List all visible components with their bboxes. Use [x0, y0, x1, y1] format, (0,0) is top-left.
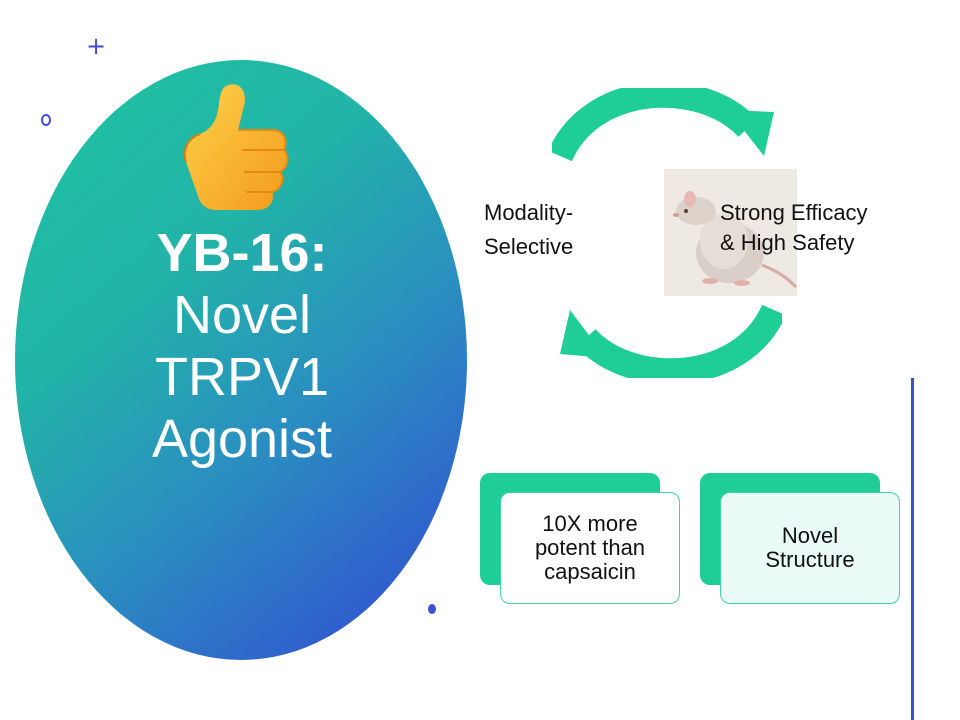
rat-image [664, 169, 797, 296]
cycle-label-modality: Modality- Selective [484, 196, 614, 264]
title-line-3: Agonist [151, 409, 333, 469]
decorative-dot [428, 604, 436, 614]
card-structure: Novel Structure [700, 473, 900, 604]
card-potency-front: 10X more potent than capsaicin [500, 492, 680, 604]
card-structure-front: Novel Structure [720, 492, 900, 604]
thumbs-up-icon [183, 84, 289, 210]
cycle-arrows [552, 88, 782, 378]
decorative-circle [41, 114, 51, 126]
cycle-label-modality-text: Modality- Selective [484, 200, 574, 259]
title-heading: YB-16: [156, 223, 328, 283]
title-line-2: TRPV1 [154, 347, 330, 407]
card-potency: 10X more potent than capsaicin [480, 473, 680, 604]
cycle-label-efficacy-text: Strong Efficacy & High Safety [720, 200, 868, 255]
cycle-label-efficacy: Strong Efficacy & High Safety [720, 198, 920, 258]
cycle-arrow-bottom [576, 304, 782, 378]
decorative-plus: + [86, 32, 107, 60]
title-block: YB-16: Novel TRPV1 Agonist [60, 222, 424, 470]
cycle-arrow-bottom-head [560, 310, 606, 358]
card-structure-text: Novel Structure [765, 523, 855, 572]
cycle-arrow-top-head [728, 110, 774, 156]
decorative-vertical-line [911, 378, 914, 720]
cycle-arrow-top [552, 88, 758, 162]
title-line-1: Novel [172, 285, 312, 345]
card-potency-text: 10X more potent than capsaicin [534, 511, 646, 584]
